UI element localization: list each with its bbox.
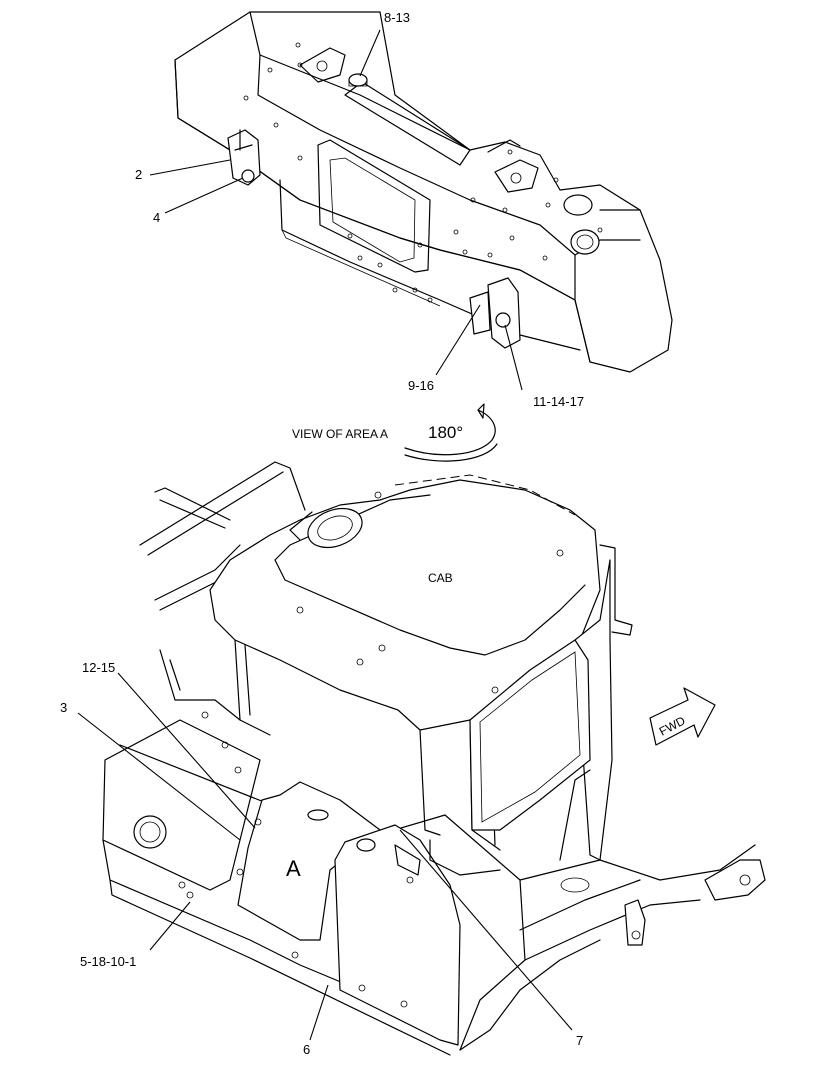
callout-7: 7 — [576, 1033, 583, 1048]
view-label: VIEW OF AREA A — [292, 427, 388, 441]
callout-11-14-17: 11-14-17 — [533, 394, 584, 409]
leader-lines — [77, 672, 573, 1041]
callout-9-16: 9-16 — [408, 378, 434, 393]
callout-2: 2 — [135, 167, 142, 182]
bumper-assembly-detail — [149, 11, 673, 391]
callout-12-15: 12-15 — [82, 660, 115, 675]
machine-main-view — [102, 461, 766, 1056]
rotation-label: 180° — [428, 423, 463, 442]
cab-label: CAB — [428, 571, 453, 585]
callout-3: 3 — [60, 700, 67, 715]
callout-8-13: 8-13 — [384, 10, 410, 25]
rotation-arrow-icon — [404, 403, 498, 462]
callout-6: 6 — [303, 1042, 310, 1057]
area-marker: A — [286, 856, 301, 881]
callout-5-18-10-1: 5-18-10-1 — [80, 954, 136, 969]
fwd-arrow-icon — [649, 687, 716, 746]
callout-4: 4 — [153, 210, 160, 225]
